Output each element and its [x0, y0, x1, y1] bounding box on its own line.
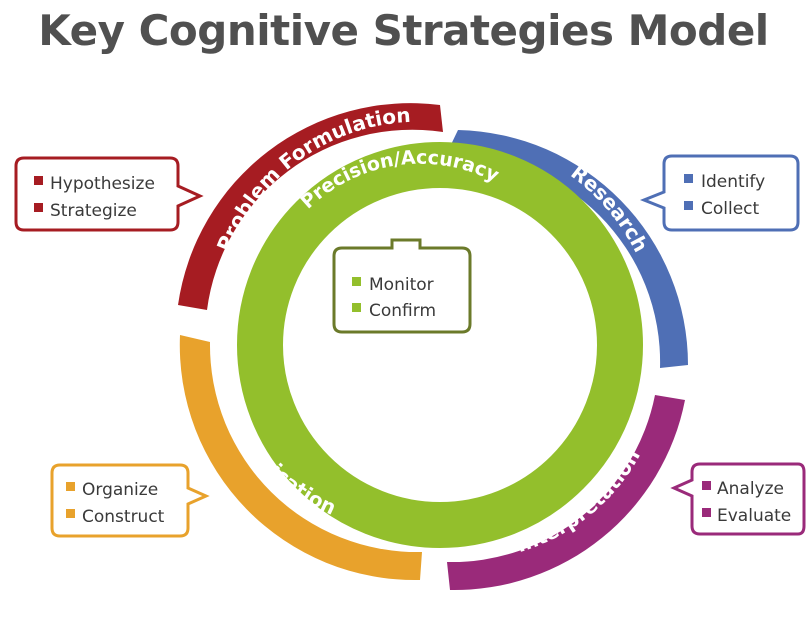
bullet-icon: [34, 176, 43, 185]
callout-item: Identify: [701, 172, 765, 192]
problem-formulation-segment: [178, 103, 443, 310]
callout-item: Confirm: [369, 301, 436, 321]
callout-item: Strategize: [50, 201, 137, 221]
callout-item: Collect: [701, 199, 760, 219]
diagram-title: Key Cognitive Strategies Model: [38, 6, 769, 55]
bullet-icon: [684, 174, 693, 183]
callout-item: Monitor: [369, 275, 434, 295]
bullet-icon: [702, 508, 711, 517]
precision-callout: Monitor Confirm: [332, 238, 472, 334]
research-callout: Identify Collect: [639, 154, 800, 232]
bullet-icon: [66, 509, 75, 518]
callout-item: Construct: [82, 507, 165, 527]
communication-segment: [179, 335, 422, 581]
bullet-icon: [66, 482, 75, 491]
precision-accuracy-ring: [237, 142, 643, 548]
bullet-icon: [684, 201, 693, 210]
bullet-icon: [352, 303, 361, 312]
bullet-icon: [34, 203, 43, 212]
problem-formulation-callout: Hypothesize Strategize: [14, 156, 204, 232]
interpretation-callout: Analyze Evaluate: [670, 462, 806, 536]
communication-callout: Organize Construct: [50, 463, 210, 538]
callout-item: Organize: [82, 480, 158, 500]
interpretation-segment: [447, 395, 685, 591]
bullet-icon: [352, 277, 361, 286]
callout-item: Analyze: [717, 479, 784, 499]
callout-item: Hypothesize: [50, 174, 155, 194]
callout-item: Evaluate: [717, 506, 791, 526]
bullet-icon: [702, 481, 711, 490]
